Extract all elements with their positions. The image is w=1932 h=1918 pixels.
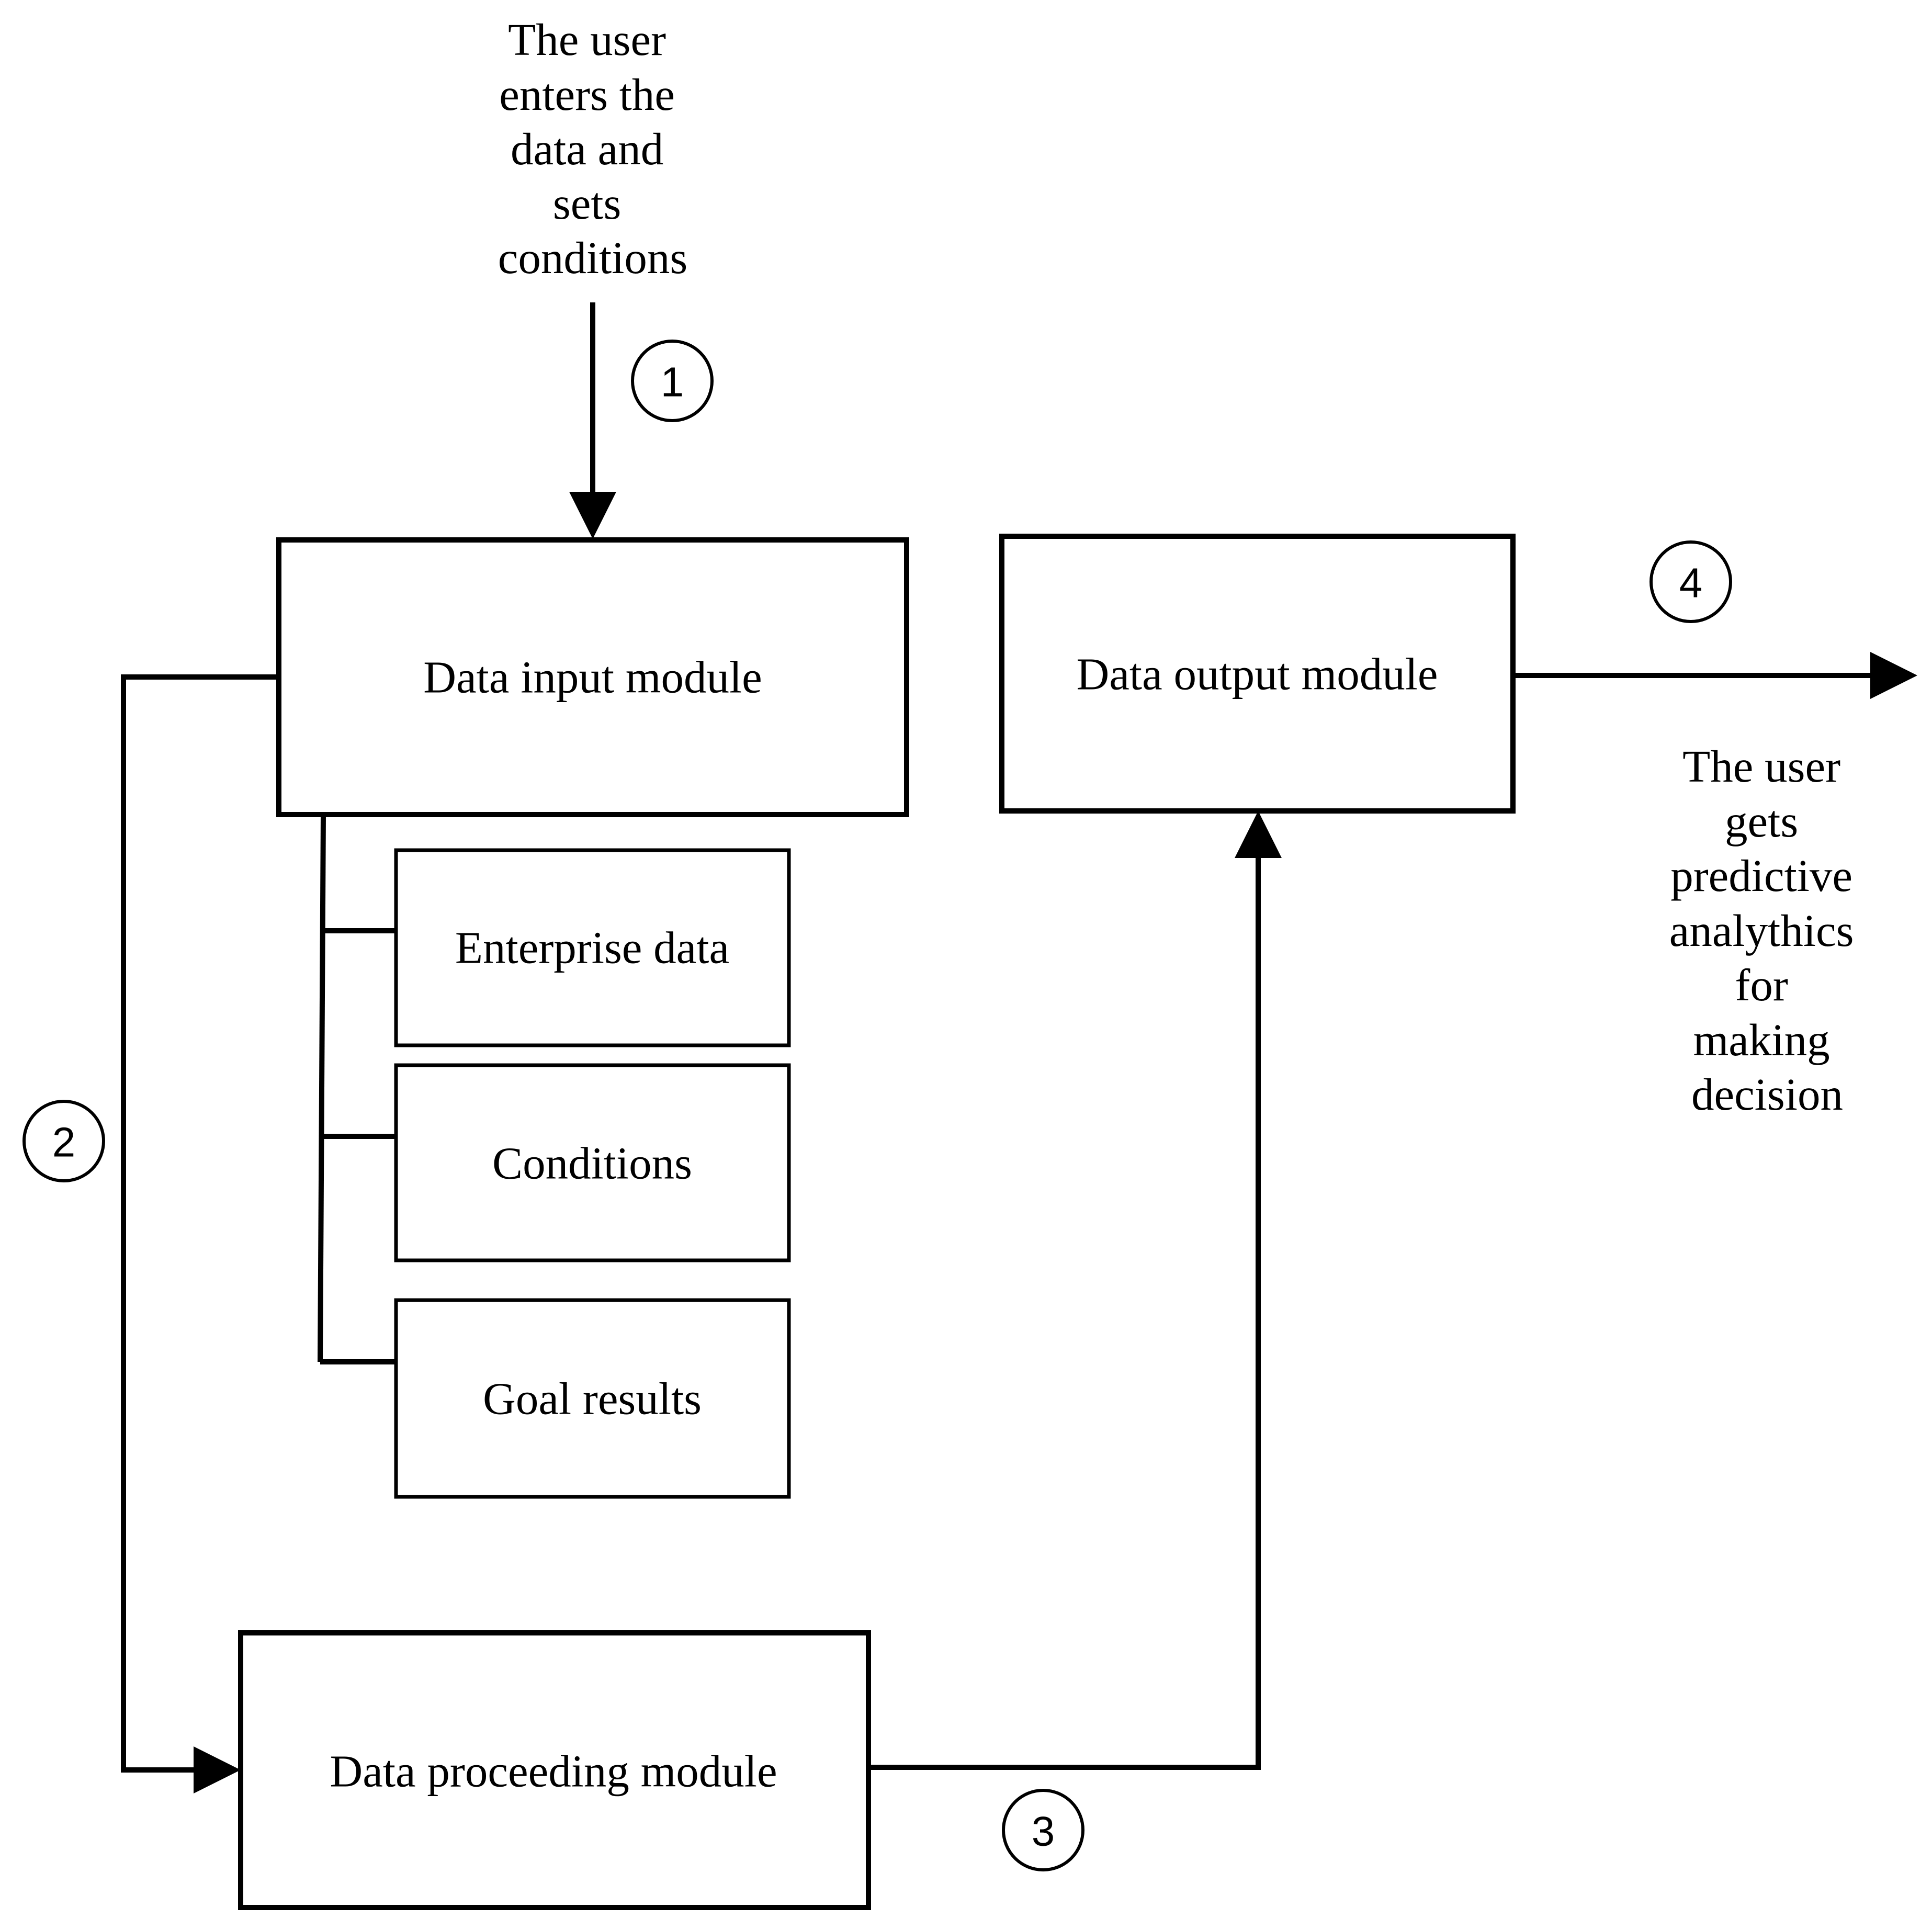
enterprise-data-box: Enterprise data <box>394 848 791 1047</box>
goal-results-box: Goal results <box>394 1298 791 1499</box>
step-4-badge: 4 <box>1649 540 1732 623</box>
user-input-line: enters the <box>499 69 675 120</box>
user-output-line: analythics <box>1669 905 1854 956</box>
goal-results-label: Goal results <box>483 1373 702 1424</box>
user-output-line: gets <box>1725 796 1798 847</box>
data-input-module: Data input module <box>276 537 909 817</box>
step-2-badge: 2 <box>22 1100 105 1182</box>
arrowhead-up-icon <box>1235 811 1282 858</box>
user-output-annotation: The user gets predictive analythics for … <box>1669 741 1865 1120</box>
arrowhead-right-icon <box>1870 652 1917 699</box>
data-proceeding-module: Data proceeding module <box>238 1630 871 1910</box>
enterprise-data-label: Enterprise data <box>455 922 729 973</box>
user-output-line: for <box>1735 960 1788 1010</box>
step-1-badge: 1 <box>631 340 714 422</box>
arrow-input-to-proceeding <box>121 674 277 1773</box>
data-output-module-label: Data output module <box>1076 649 1438 699</box>
user-output-line: making <box>1693 1014 1830 1065</box>
connectors <box>121 302 1917 1793</box>
data-input-module-label: Data input module <box>423 652 762 703</box>
user-input-line: The user <box>508 14 666 65</box>
user-input-line: sets <box>553 178 622 229</box>
input-tree-trunk <box>318 814 326 1362</box>
step-3-badge: 3 <box>1002 1789 1084 1871</box>
conditions-box: Conditions <box>394 1063 791 1262</box>
conditions-label: Conditions <box>492 1138 692 1189</box>
user-output-line: The user <box>1682 741 1840 792</box>
step-3-number: 3 <box>1032 1808 1055 1855</box>
step-1-number: 1 <box>661 359 684 405</box>
data-output-module: Data output module <box>999 534 1516 814</box>
arrowhead-right-icon <box>194 1746 241 1793</box>
step-4-number: 4 <box>1679 560 1703 606</box>
user-input-line: conditions <box>498 232 688 283</box>
user-output-line: predictive <box>1670 850 1852 901</box>
user-input-line: data and <box>511 123 663 174</box>
user-input-annotation: The user enters the data and sets condit… <box>498 14 688 283</box>
arrow-proceeding-to-output <box>868 858 1261 1770</box>
user-output-line: decision <box>1691 1069 1843 1120</box>
step-2-number: 2 <box>52 1119 76 1166</box>
arrowhead-down-icon <box>569 492 616 539</box>
data-proceeding-module-label: Data proceeding module <box>330 1746 777 1797</box>
